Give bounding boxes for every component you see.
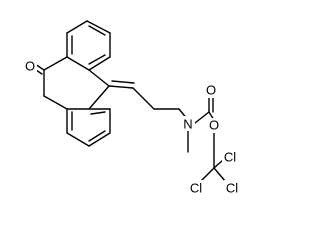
bond xyxy=(43,56,68,71)
bond xyxy=(88,56,111,71)
ketone-oxygen-label: O xyxy=(25,59,35,74)
central-seven-membered-ring xyxy=(32,56,110,110)
bond xyxy=(213,159,224,169)
bond xyxy=(88,85,110,110)
atom-labels: O N O O Cl Cl Cl xyxy=(24,59,240,196)
exocyclic-double-bond xyxy=(108,85,134,89)
aromatic-inner-bond xyxy=(90,111,106,115)
bond xyxy=(88,132,111,147)
lower-benzene-ring xyxy=(66,108,111,147)
bond xyxy=(86,20,111,34)
ester-oxygen-label: O xyxy=(209,118,219,133)
aromatic-inner-bond xyxy=(88,54,106,65)
bond xyxy=(88,69,110,87)
bond xyxy=(199,167,215,183)
bond xyxy=(194,111,210,124)
chlorine-right-label: Cl xyxy=(226,181,238,196)
bond xyxy=(132,87,155,110)
chlorine-left-label: Cl xyxy=(190,181,202,196)
chlorine-top-label: Cl xyxy=(224,150,236,165)
bond xyxy=(66,20,88,34)
bond xyxy=(66,56,90,71)
carbonyl-oxygen-label: O xyxy=(206,83,216,98)
exocyclic-double-bond xyxy=(111,80,135,84)
structure-diagram: O N O O Cl Cl Cl xyxy=(24,20,240,196)
bond xyxy=(43,95,68,110)
bond xyxy=(213,167,227,183)
aromatic-inner-bond xyxy=(88,130,106,142)
nitrogen-label: N xyxy=(183,117,192,132)
upper-benzene-ring xyxy=(66,20,111,71)
bond xyxy=(66,132,90,147)
aromatic-inner-bond xyxy=(88,25,106,36)
